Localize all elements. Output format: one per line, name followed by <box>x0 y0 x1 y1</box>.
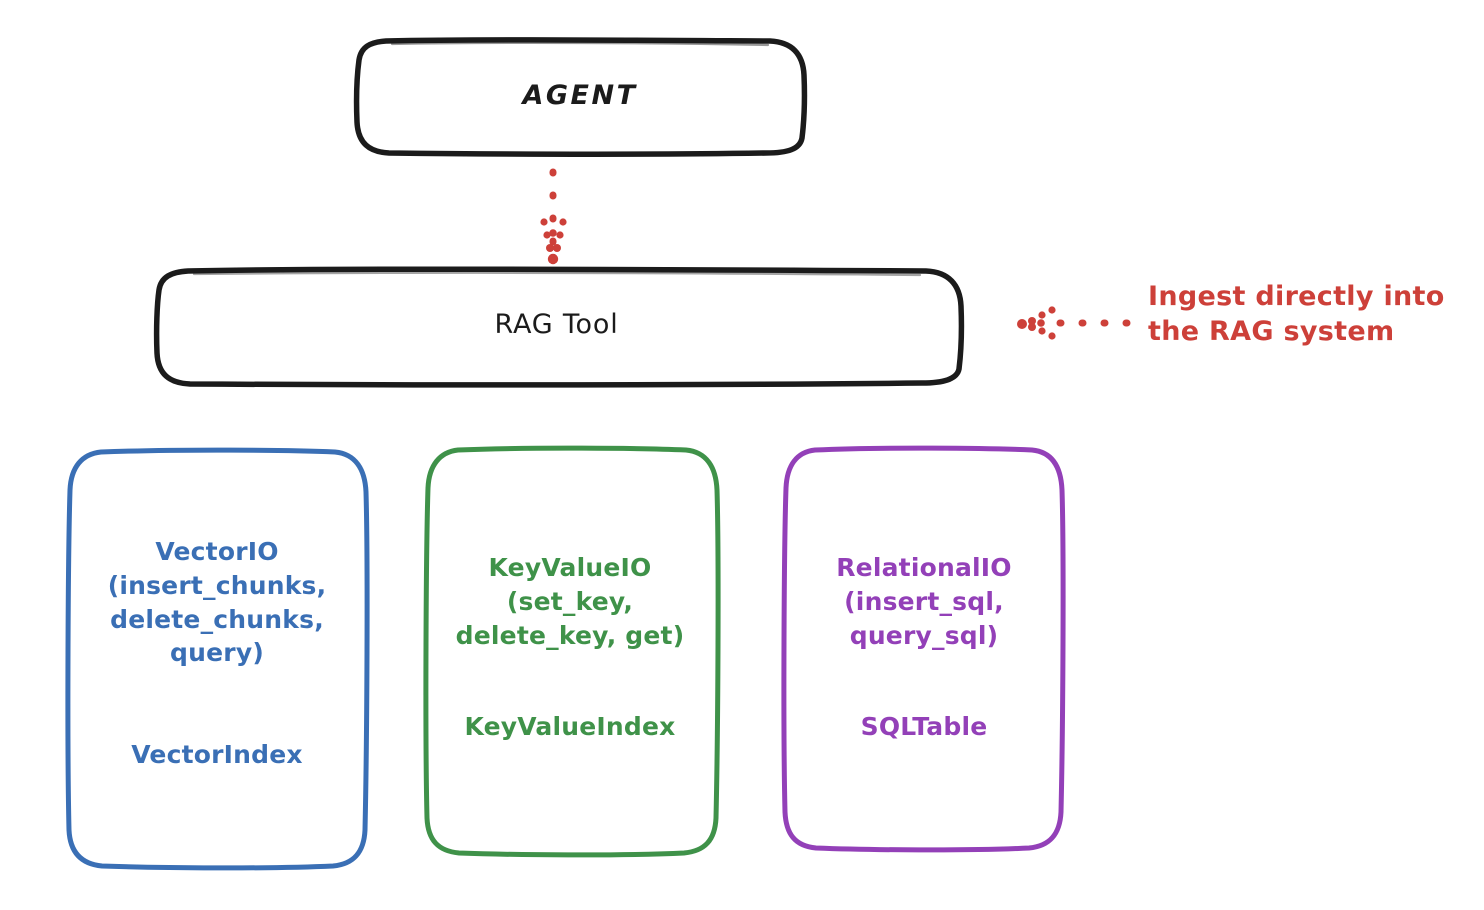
relational-io-api-label: RelationalIO (insert_sql, query_sql) <box>836 553 1012 650</box>
key-value-io-api-label: KeyValueIO (set_key, delete_key, get) <box>455 553 685 650</box>
relational-io-index-label: SQLTable <box>860 712 988 741</box>
ingest-note-arrow <box>1017 306 1142 340</box>
vector-io-node[interactable] <box>65 447 370 871</box>
vector-io-box-outline <box>65 447 370 871</box>
relational-io-box-outline <box>781 445 1066 853</box>
ingest-annotation-label: Ingest directly into the RAG system <box>1148 281 1445 347</box>
agent-box-outline <box>353 37 808 157</box>
rag-tool-box-outline <box>153 266 965 388</box>
relational-io-node[interactable] <box>781 445 1066 853</box>
agent-box-sketch-pass <box>390 41 770 47</box>
key-value-io-box-outline <box>423 445 721 858</box>
agent-to-rag-arrow <box>540 168 567 265</box>
key-value-io-index-label: KeyValueIndex <box>464 712 676 741</box>
rag-tool-node[interactable] <box>153 266 965 388</box>
rag-tool-box-sketch-pass <box>192 271 922 277</box>
agent-node[interactable] <box>353 37 808 157</box>
vector-io-api-label: VectorIO (insert_chunks, delete_chunks, … <box>107 537 327 668</box>
vector-io-index-label: VectorIndex <box>131 740 303 769</box>
key-value-io-node[interactable] <box>423 445 721 858</box>
